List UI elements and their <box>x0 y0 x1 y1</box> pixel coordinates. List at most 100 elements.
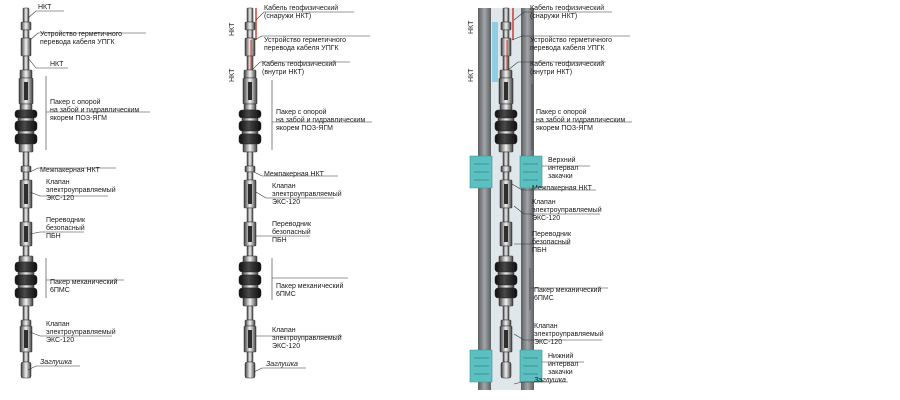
segment-ring <box>17 271 35 276</box>
segment-coupling <box>244 165 256 173</box>
segment-upgk-body <box>244 37 256 57</box>
segment-tubing <box>22 171 30 181</box>
leader-inter-nkt-2 <box>253 171 338 177</box>
label-side-nkt-top-2: НКТ <box>229 22 236 36</box>
label-sub-2-l3: ПБН <box>272 237 287 244</box>
segment-ring <box>241 117 259 122</box>
upper-injection-zone <box>469 155 543 189</box>
tool-string-1 <box>14 7 38 379</box>
label-packer-upper-2-l2: на забой и гидравлическим <box>276 116 365 124</box>
segment-coupling <box>500 319 512 327</box>
label-valve1-1-l3: ЭКС-120 <box>46 195 74 202</box>
segment-ring <box>17 130 35 135</box>
label-inter-nkt-3: Межпакерная НКТ <box>532 185 593 192</box>
segment-coupling <box>20 165 32 173</box>
label-valve2-2-l1: Клапан <box>272 327 296 334</box>
segment-plug <box>244 361 256 379</box>
segment-tubing <box>246 151 254 167</box>
segment-valve-body-slot <box>504 184 508 204</box>
segment-packer-element <box>494 109 518 119</box>
label-side-nkt-top-3: НКТ <box>468 20 475 34</box>
label-packer-upper-1-l2: на забой и гидравлическим <box>50 106 139 114</box>
segment-tubing <box>502 171 510 181</box>
segment-packer-element <box>238 274 262 286</box>
segment-ring <box>241 271 259 276</box>
label-valve2-3-l1: Клапан <box>534 323 558 330</box>
casing-wall-right <box>521 8 534 390</box>
leader-sub-1 <box>29 231 84 235</box>
segment-packer-element <box>14 261 38 273</box>
segment-tubing <box>246 351 254 363</box>
segment-coupling <box>500 21 512 31</box>
segment-anchor-slot <box>24 82 28 100</box>
segment-coupling <box>244 319 256 327</box>
label-upgk-3-l1: Устройство герметичного <box>530 36 612 44</box>
segment-valve-body-slot <box>24 184 28 204</box>
segment-coupling <box>498 255 514 263</box>
label-packer-lower-3-l2: 6ПМС <box>534 295 554 302</box>
segment-tubing <box>502 245 510 257</box>
label-sub-1-l2: безопасный <box>46 224 85 232</box>
segment-tubing <box>246 55 254 71</box>
segment-valve-body-slot <box>248 184 252 204</box>
segment-tubing <box>502 351 510 363</box>
label-sub-2-l1: Переводник <box>272 221 312 228</box>
label-packer-upper-2-l3: якорем ПОЗ-ЯГМ <box>276 125 333 132</box>
label-nkt-top-1: НКТ <box>38 4 52 11</box>
label-packer-lower-2-l1: Пакер механический <box>276 282 343 290</box>
label-cable-in-2-l1: Кабель геофизический <box>262 60 336 68</box>
label-lower-zone-3-l1: Нижний <box>548 352 573 360</box>
segment-ring <box>497 130 515 135</box>
leader-valve1-2 <box>255 191 334 199</box>
label-packer-upper-2-l1: Пакер с опорой <box>276 108 327 116</box>
segment-coupling <box>20 21 32 31</box>
tool-string-2 <box>238 7 262 379</box>
label-packer-lower-3-l1: Пакер механический <box>534 286 601 294</box>
labels-assembly-3: НКТ НКТ Кабель геофизический (снаружи НК… <box>468 4 632 385</box>
leader-valve1-3 <box>513 205 600 215</box>
segment-upgk-body <box>20 37 32 57</box>
label-sub-3-l2: безопасный <box>532 238 571 246</box>
segment-packer-element <box>494 274 518 286</box>
label-valve2-3-l2: электроуправляемый <box>534 330 604 338</box>
segment-tubing <box>246 171 254 181</box>
label-upper-zone-3-l2: интервал <box>548 165 578 172</box>
segment-packer-element <box>14 274 38 286</box>
label-nkt-mid-1: НКТ <box>50 61 64 68</box>
segment-coupling <box>243 69 257 79</box>
segment-valve-body-slot <box>248 330 252 348</box>
segment-packer-element <box>14 287 38 299</box>
label-cable-out-2-l1: Кабель геофизический <box>264 4 338 12</box>
segment-coupling <box>499 103 513 111</box>
assembly-2 <box>238 7 262 379</box>
label-cable-in-3-l1: Кабель геофизический <box>530 60 604 68</box>
label-upgk-2-l2: перевода кабеля УПГК <box>264 44 340 52</box>
segment-ring <box>241 284 259 289</box>
segment-ring <box>497 284 515 289</box>
label-inter-nkt-2: Межпакерная НКТ <box>264 171 325 178</box>
label-sub-2-l2: безопасный <box>272 228 311 236</box>
leader-upgk-3 <box>511 35 630 41</box>
leader-plug-2 <box>253 367 306 373</box>
segment-coupling <box>500 165 512 173</box>
label-packer-lower-2-l2: 6ПМС <box>276 291 296 298</box>
segment-packer-element <box>238 261 262 273</box>
segment-coupling <box>498 143 514 153</box>
label-upgk-1-l1: Устройство герметичного <box>40 30 122 38</box>
label-cable-out-3-l1: Кабель геофизический <box>530 4 604 12</box>
label-valve1-2-l3: ЭКС-120 <box>272 199 300 206</box>
label-cable-out-2-l2: (снаружи НКТ) <box>264 13 311 20</box>
label-sub-1-l1: Переводник <box>46 217 86 224</box>
label-valve2-1-l3: ЭКС-120 <box>46 337 74 344</box>
segment-packer-element <box>14 120 38 132</box>
segment-tubing <box>502 29 510 39</box>
segment-coupling <box>19 103 33 111</box>
segment-tubing <box>22 7 30 23</box>
leader-cable-out-3 <box>513 11 612 21</box>
labels-assembly-1: НКТ Устройство герметичного перевода каб… <box>27 4 150 371</box>
label-side-nkt-mid-3: НКТ <box>468 68 475 82</box>
leader-valve1-1 <box>29 191 108 197</box>
segment-tubing <box>22 29 30 39</box>
label-valve1-3-l3: ЭКС-120 <box>532 215 560 222</box>
